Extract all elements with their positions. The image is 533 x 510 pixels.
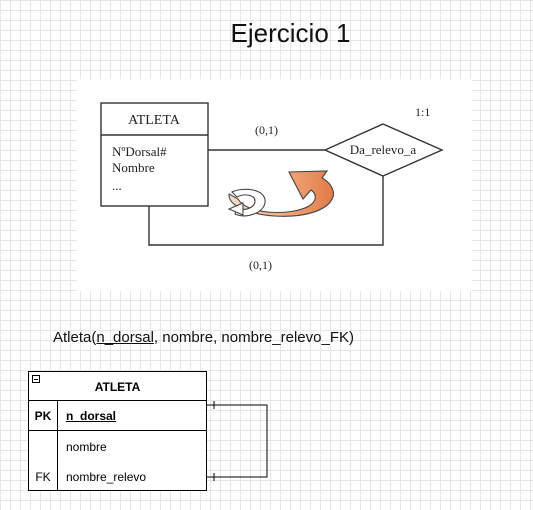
pk-label: PK: [34, 409, 52, 423]
er-diagram-image: ATLETA NºDorsal# Nombre ... Da_relevo_a …: [77, 79, 472, 291]
field-nombre[interactable]: nombre: [66, 440, 107, 454]
table-row-pk[interactable]: PK n_dorsal: [29, 401, 206, 431]
entity-box: [100, 102, 209, 207]
cardinality-label: 1:1: [415, 105, 430, 119]
participation-bottom-label: (0,1): [249, 258, 272, 272]
er-diagram-svg: ATLETA NºDorsal# Nombre ... Da_relevo_a …: [100, 102, 444, 272]
page-title: Ejercicio 1: [230, 18, 351, 48]
collapse-icon[interactable]: [32, 375, 40, 383]
entity-attribute: NºDorsal#: [112, 144, 167, 159]
relational-schema: Atleta(n_dorsal, nombre, nombre_relevo_F…: [53, 329, 354, 346]
table-header: ATLETA: [29, 372, 206, 401]
relationship-line-bottom: [148, 176, 384, 246]
relationship-diamond: [323, 123, 444, 177]
relationship-name: Da_relevo_a: [350, 142, 417, 157]
participation-top-label: (0,1): [255, 123, 278, 137]
atleta-table[interactable]: ATLETA PK n_dorsal nombre FK nombre_rele…: [28, 371, 207, 491]
key-column-divider: [57, 401, 58, 490]
schema-prefix: Atleta(: [53, 329, 97, 346]
entity-attribute: Nombre: [112, 160, 155, 175]
recursive-arrow-icon: [227, 170, 334, 217]
self-reference-connector[interactable]: [200, 398, 272, 482]
schema-primary-key: n_dorsal: [96, 329, 154, 346]
field-nombre-relevo[interactable]: nombre_relevo: [66, 470, 147, 484]
entity-name: ATLETA: [128, 113, 181, 128]
table-name: ATLETA: [94, 380, 141, 394]
fk-label: FK: [35, 470, 51, 484]
pk-field: n_dorsal: [66, 409, 117, 423]
entity-attribute: ...: [112, 178, 122, 193]
schema-rest: , nombre, nombre_relevo_FK): [153, 329, 354, 346]
